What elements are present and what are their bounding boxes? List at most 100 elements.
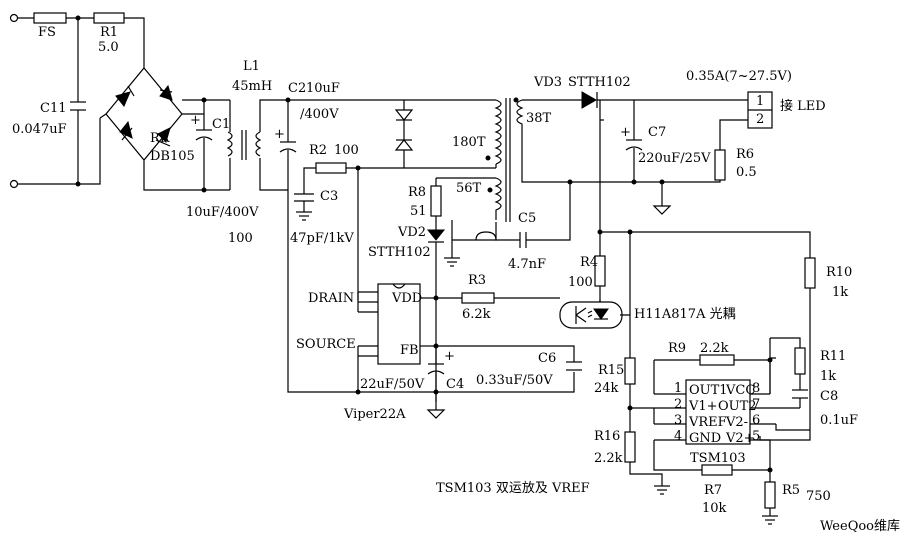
svg-text:+: + xyxy=(444,349,455,364)
fs-label: FS xyxy=(38,25,56,40)
drain-label: DRAIN xyxy=(308,291,354,306)
r3-value: 6.2k xyxy=(462,307,491,322)
junction-dot xyxy=(627,405,633,411)
r1-label: R1 xyxy=(100,25,118,40)
r2-value: 100 xyxy=(334,143,359,158)
r10-value: 1k xyxy=(832,285,848,300)
led-label: 接 LED xyxy=(780,98,826,114)
resistor-r10 xyxy=(804,257,816,289)
clamp-diode xyxy=(394,109,414,121)
junction-dot xyxy=(631,179,637,185)
r11-value: 1k xyxy=(820,369,836,384)
feedback-r3-optocoupler: R3 6.2k H11A817A 光耦 xyxy=(436,273,736,362)
vd3-part: STTH102 xyxy=(568,75,631,90)
tsm-num-2: 2 xyxy=(674,397,682,412)
c2-value: 10uF xyxy=(306,81,340,96)
ac-input-terminal-bottom xyxy=(9,179,19,189)
connector-pin-2: 2 xyxy=(756,112,764,127)
capacitors-c4-c6: + C4 22uF/50V C6 0.33uF/50V xyxy=(360,346,582,419)
secondary-ground xyxy=(652,205,672,215)
bridge-rectifier-db105 xyxy=(99,67,204,191)
source-label: SOURCE xyxy=(296,337,356,352)
tsm-pin-v1plus: V1+ xyxy=(688,399,718,414)
resistor-r3 xyxy=(461,292,495,304)
t38-label: 38T xyxy=(526,111,552,126)
tsm-pin-v2plus: V2+ xyxy=(725,431,755,446)
resistor-r11 xyxy=(794,347,806,375)
c7-value: 220uF/25V xyxy=(638,151,711,166)
r8-value: 51 xyxy=(410,204,427,219)
tsm-pin-vcc: VCC xyxy=(725,383,755,398)
vd2-label: VD2 xyxy=(397,225,426,240)
vdd-label: VDD xyxy=(391,291,422,306)
c4-value: 22uF/50V xyxy=(360,377,425,392)
dot-marker xyxy=(513,97,519,103)
r6-value: 0.5 xyxy=(736,165,757,180)
tsm-num-1: 1 xyxy=(674,381,682,396)
resistor-r16 xyxy=(624,431,636,463)
clamp-tvs xyxy=(394,139,414,151)
connector-pin-1: 1 xyxy=(756,94,764,109)
junction-dot xyxy=(767,357,773,363)
c7-label: C7 xyxy=(648,125,666,140)
r2-label: R2 xyxy=(309,143,327,158)
tsm-num-8: 8 xyxy=(752,381,760,396)
c11-label: C11 xyxy=(40,101,67,116)
junction-dot xyxy=(567,179,573,185)
r4-value: 100 xyxy=(568,275,593,290)
viper22a-controller: DRAIN SOURCE VDD FB Viper22A xyxy=(296,283,439,422)
resistor-r6 xyxy=(714,149,726,181)
fb-label: FB xyxy=(400,343,419,358)
tsm-name: TSM103 xyxy=(690,451,746,466)
r7-label: R7 xyxy=(704,483,722,498)
resistor-r1 xyxy=(93,12,125,24)
svg-text:+: + xyxy=(274,127,285,142)
t180-label: 180T xyxy=(452,135,486,150)
t56-label: 56T xyxy=(456,181,482,196)
flyback-transformer: 38T 180T 56T xyxy=(357,97,570,300)
junction-dot xyxy=(75,15,81,21)
junction-dot xyxy=(767,467,773,473)
vd2-part: STTH102 xyxy=(368,245,431,260)
junction-dot xyxy=(355,389,361,395)
junction-dot xyxy=(659,179,665,185)
r15-value: 24k xyxy=(594,381,619,396)
watermark: WeeQoo维库 xyxy=(820,518,900,534)
tsm-pin-out2: OUT2 xyxy=(718,399,757,414)
junction-dot xyxy=(355,165,361,171)
viper22a-chip xyxy=(377,283,421,365)
hundred-label: 100 xyxy=(228,231,253,246)
output-section: VD3 STTH102 0.35A(7~27.5V) 1 2 接 LED + C… xyxy=(522,69,852,441)
input-section: FS R1 5.0 C11 0.047uF RR DB105 xyxy=(9,12,259,220)
r16-label: R16 xyxy=(594,429,620,444)
resistor-r15 xyxy=(624,357,636,385)
diode-vd2 xyxy=(426,229,446,241)
r8-label: R8 xyxy=(408,185,426,200)
r7-value: 10k xyxy=(702,501,727,516)
junction-dot xyxy=(433,389,439,395)
c4-label: C4 xyxy=(446,377,464,392)
tsm-num-4: 4 xyxy=(674,429,682,444)
c1-value: 10uF/400V xyxy=(186,205,259,220)
capacitor-c2: + C2 10uF /400V xyxy=(274,81,575,393)
dot-marker xyxy=(487,187,493,193)
r15-label: R15 xyxy=(598,363,624,378)
diode-vd3 xyxy=(581,91,598,109)
r5-label: R5 xyxy=(782,483,800,498)
vd3-label: VD3 xyxy=(533,75,562,90)
tsm103-op-amp: OUT1 V1+ VREF GND VCC OUT2 V2- V2+ 1 2 3… xyxy=(436,232,858,525)
r1-value: 5.0 xyxy=(98,40,119,55)
resistor-r8 xyxy=(430,185,442,217)
svg-text:+: + xyxy=(620,125,631,140)
c1-plus: + xyxy=(190,113,201,128)
c2-label: C2 xyxy=(288,81,306,96)
c3-value: 47pF/1kV xyxy=(290,231,354,246)
c6-value: 0.33uF/50V xyxy=(476,373,553,388)
tsm-pin-v2minus: V2- xyxy=(725,415,748,430)
tsm-pin-out1: OUT1 xyxy=(689,383,728,398)
r11-label: R11 xyxy=(820,349,846,364)
resistor-r2 xyxy=(315,162,347,174)
snubber-r2-c3: R2 100 C3 47pF/1kV xyxy=(290,143,361,246)
opto-label: H11A817A 光耦 xyxy=(634,307,736,322)
